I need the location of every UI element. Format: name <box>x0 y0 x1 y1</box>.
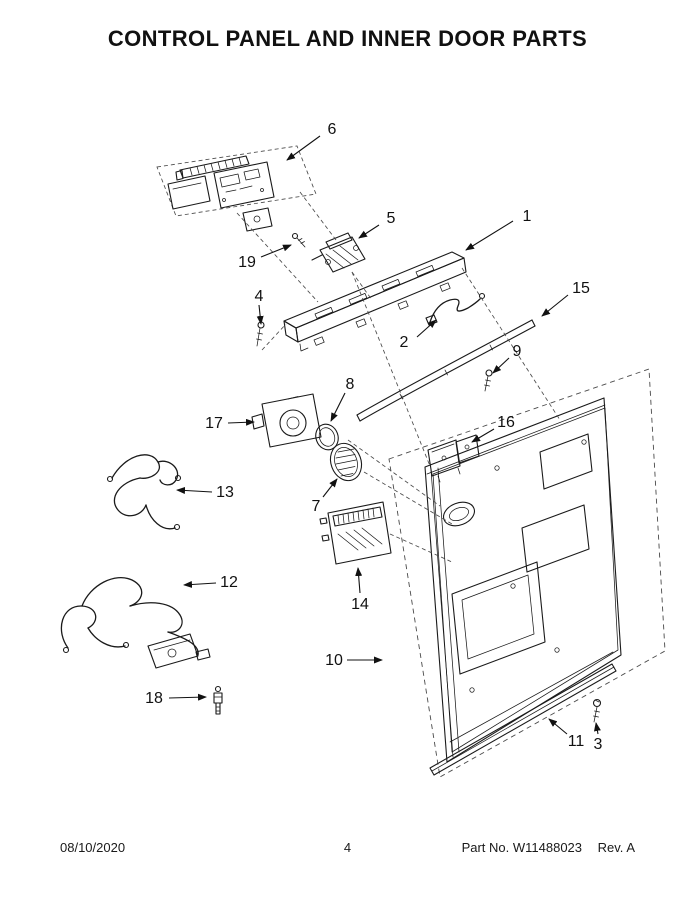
callout-18: 18 <box>145 690 163 707</box>
part-1-control-panel <box>283 251 467 352</box>
callout-13: 13 <box>216 484 234 501</box>
footer-date: 08/10/2020 <box>60 840 126 855</box>
callout-arrow-11 <box>548 718 568 735</box>
callout-1: 1 <box>523 208 532 225</box>
part-6-control-board-assembly <box>156 145 317 232</box>
part-18-valve <box>213 685 223 715</box>
callout-arrow-16 <box>471 428 495 443</box>
footer-part-info: Part No. W11488023 Rev. A <box>462 840 635 855</box>
part-14-control-module <box>319 501 392 565</box>
callout-arrow-9 <box>492 357 510 374</box>
callout-19: 19 <box>238 254 256 271</box>
part-7-vent-cover <box>329 442 363 482</box>
callout-labels: 1 2 3 4 5 6 7 8 9 10 11 12 13 14 15 16 1… <box>145 121 602 753</box>
part-8-o-ring <box>315 423 339 451</box>
callout-7: 7 <box>312 498 321 515</box>
callout-15: 15 <box>572 280 590 297</box>
callout-3: 3 <box>594 736 603 753</box>
part-19-screw <box>291 232 306 248</box>
callout-arrow-13 <box>176 486 213 494</box>
footer-revision: Rev. A <box>597 840 635 855</box>
alignment-dashed-lines <box>236 191 561 563</box>
part-5-latch-assembly <box>311 232 366 273</box>
callout-arrow-8 <box>330 392 346 422</box>
part-3-screw <box>592 698 602 723</box>
callout-16: 16 <box>497 414 515 431</box>
callout-arrow-18 <box>168 693 207 701</box>
callout-5: 5 <box>387 210 396 227</box>
page-footer: 08/10/2020 4 Part No. W11488023 Rev. A <box>0 840 695 860</box>
callout-arrow-15 <box>541 294 569 317</box>
callout-arrow-1 <box>465 220 514 251</box>
callout-arrows <box>168 135 601 735</box>
callout-8: 8 <box>346 376 355 393</box>
callout-2: 2 <box>400 334 409 351</box>
callout-4: 4 <box>255 288 264 305</box>
callout-arrow-7 <box>322 478 338 498</box>
callout-arrow-19 <box>260 244 292 258</box>
footer-page-number: 4 <box>343 840 352 855</box>
part-9-screw <box>484 369 493 392</box>
part-15-door-strip <box>356 319 536 422</box>
part-2-wire <box>425 292 486 326</box>
callout-17: 17 <box>205 415 223 432</box>
part-17-dispenser-assembly <box>251 393 322 448</box>
part-12-main-wire-harness <box>60 576 211 669</box>
part-4-screw <box>256 321 265 347</box>
callout-14: 14 <box>351 596 369 613</box>
callout-9: 9 <box>513 343 522 360</box>
part-11-bottom-strip <box>429 663 617 776</box>
callout-arrow-5 <box>358 224 380 239</box>
part-13-wire-harness <box>106 454 182 531</box>
callout-arrow-3 <box>593 722 601 735</box>
callout-6: 6 <box>328 121 337 138</box>
callout-arrow-14 <box>355 567 363 594</box>
page-title: CONTROL PANEL AND INNER DOOR PARTS <box>107 26 588 51</box>
callout-arrow-12 <box>183 581 217 588</box>
callout-arrow-4 <box>256 304 264 325</box>
callout-arrow-6 <box>286 135 321 161</box>
part-10-inner-door-panel <box>388 368 666 778</box>
footer-part-number: Part No. W11488023 <box>461 840 583 855</box>
callout-11: 11 <box>568 733 585 750</box>
callout-arrow-17 <box>227 418 255 426</box>
callout-12: 12 <box>220 574 238 591</box>
callout-10: 10 <box>325 652 343 669</box>
part-16-bracket <box>427 434 480 483</box>
callout-arrow-2 <box>416 319 437 338</box>
